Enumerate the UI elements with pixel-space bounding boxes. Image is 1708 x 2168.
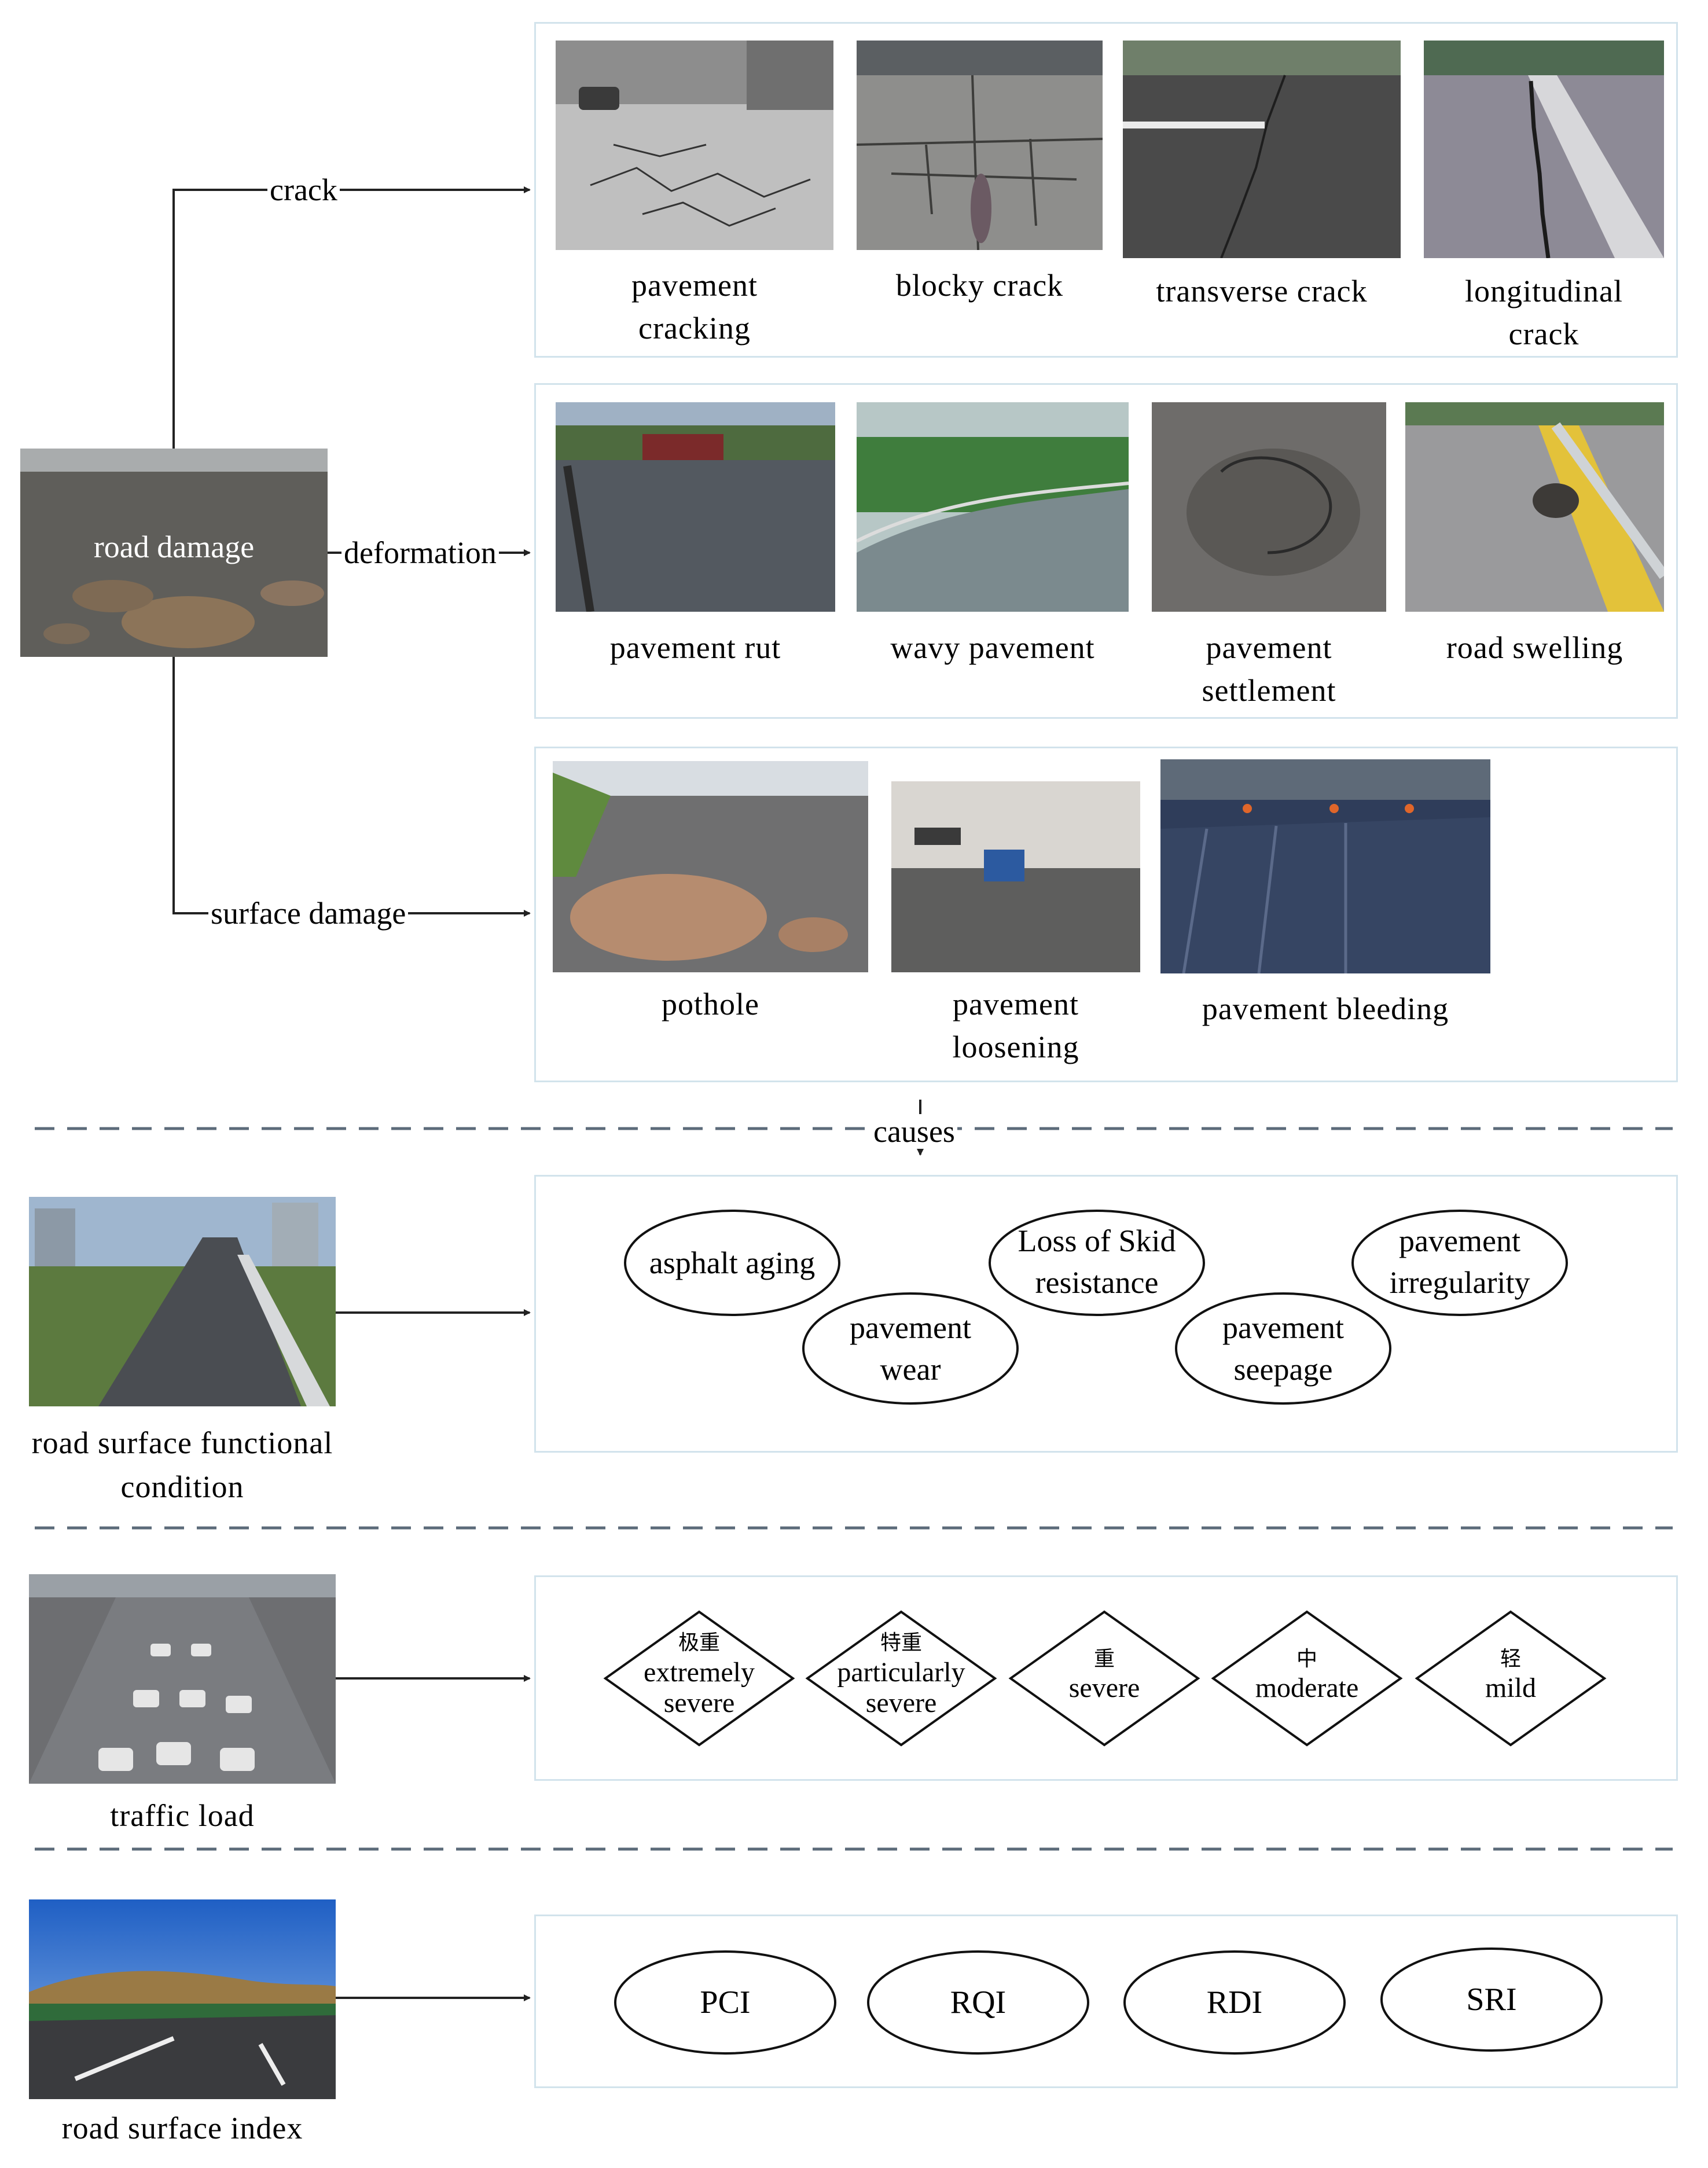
oval-pavement-seepage <box>1175 1292 1391 1405</box>
tree-line-up <box>172 186 531 449</box>
caption-wavy-pavement: wavy pavement <box>890 630 1095 665</box>
oval-rqi <box>867 1950 1089 2055</box>
diamond-zh-mild: 轻 <box>1500 1647 1521 1670</box>
caption-road-swelling: road swelling <box>1446 630 1623 665</box>
road-swelling-photo <box>1405 402 1664 612</box>
diamond-zh-severe: 重 <box>1094 1647 1115 1670</box>
functional-box <box>534 1175 1678 1453</box>
index-box <box>534 1915 1678 2088</box>
caption-pavement-settlement: pavement settlement <box>1202 630 1336 708</box>
road-surface-index-label: road surface index <box>61 2111 303 2145</box>
pavement-bleeding-photo <box>1160 759 1490 973</box>
caption-transverse-crack: transverse crack <box>1156 274 1368 308</box>
diamond-mild <box>1415 1610 1607 1747</box>
oval-rdi <box>1123 1950 1346 2055</box>
causes-label: causes <box>871 1114 957 1149</box>
oval-text-rdi: RDI <box>1207 1985 1262 2020</box>
diamond-zh-moderate: 中 <box>1296 1647 1317 1670</box>
oval-text-sri: SRI <box>1466 1982 1516 2018</box>
caption-longitudinal-crack: longitudinal crack <box>1465 274 1623 351</box>
diamond-en-extremely-severe-1: extremely <box>644 1657 755 1688</box>
oval-text-rqi: RQI <box>950 1985 1006 2020</box>
blocky-crack-photo <box>857 41 1103 250</box>
diamond-en-particularly-severe-1: particularly <box>837 1657 965 1688</box>
caption-pothole: pothole <box>662 987 759 1021</box>
caption-blocky-crack: blocky crack <box>895 268 1064 303</box>
pavement-rut-photo <box>556 402 835 612</box>
diamond-moderate <box>1211 1610 1403 1747</box>
root-label: road damage <box>93 530 255 564</box>
oval-sri <box>1380 1947 1603 2052</box>
caption-pavement-loosening: pavement loosening <box>952 987 1079 1064</box>
branch-label-surface-damage: surface damage <box>208 896 409 931</box>
pavement-loosening-photo <box>891 781 1140 972</box>
diamond-en-extremely-severe-2: severe <box>664 1688 735 1718</box>
diamond-en-moderate: moderate <box>1255 1673 1359 1703</box>
diamond-en-mild: mild <box>1485 1673 1536 1703</box>
diamond-en-particularly-severe-2: severe <box>866 1688 937 1718</box>
oval-pavement-irregularity <box>1351 1210 1568 1316</box>
functional-condition-label: road surface functional condition <box>31 1425 333 1504</box>
traffic-load-photo <box>29 1574 336 1784</box>
oval-pci <box>614 1950 836 2055</box>
deformation-box <box>534 383 1678 719</box>
diamond-zh-extremely-severe: 极重 <box>678 1631 720 1654</box>
branch-label-deformation: deformation <box>341 535 499 570</box>
diamond-severe <box>1008 1610 1200 1747</box>
oval-text-asphalt-aging: asphalt aging <box>649 1245 815 1280</box>
branch-label-crack: crack <box>267 172 340 207</box>
oval-loss-of-skid-resistance <box>989 1210 1205 1316</box>
pavement-settlement-photo <box>1152 402 1386 612</box>
diamond-zh-particularly-severe: 特重 <box>880 1631 922 1654</box>
longitudinal-crack-photo <box>1424 41 1664 258</box>
functional-condition-photo <box>29 1197 336 1406</box>
wavy-pavement-photo <box>857 402 1129 612</box>
tree-line-down <box>172 657 531 917</box>
traffic-load-label: traffic load <box>110 1798 255 1833</box>
road-damage-photo <box>20 449 328 657</box>
road-surface-index-photo <box>29 1899 336 2099</box>
oval-pavement-wear <box>802 1292 1019 1405</box>
oval-text-pci: PCI <box>700 1985 750 2020</box>
diamond-en-severe: severe <box>1069 1673 1140 1703</box>
caption-pavement-bleeding: pavement bleeding <box>1202 991 1449 1026</box>
crack-box <box>534 22 1678 358</box>
pavement-cracking-photo <box>556 41 833 250</box>
caption-pavement-rut: pavement rut <box>609 630 781 665</box>
traffic-box <box>534 1575 1678 1781</box>
caption-pavement-cracking: pavement cracking <box>631 268 758 346</box>
diamond-extremely-severe <box>603 1610 795 1747</box>
oval-asphalt-aging <box>624 1210 840 1316</box>
transverse-crack-photo <box>1123 41 1401 258</box>
diamond-particularly-severe <box>805 1610 997 1747</box>
surface-damage-box <box>534 747 1678 1082</box>
pothole-photo <box>553 761 868 972</box>
